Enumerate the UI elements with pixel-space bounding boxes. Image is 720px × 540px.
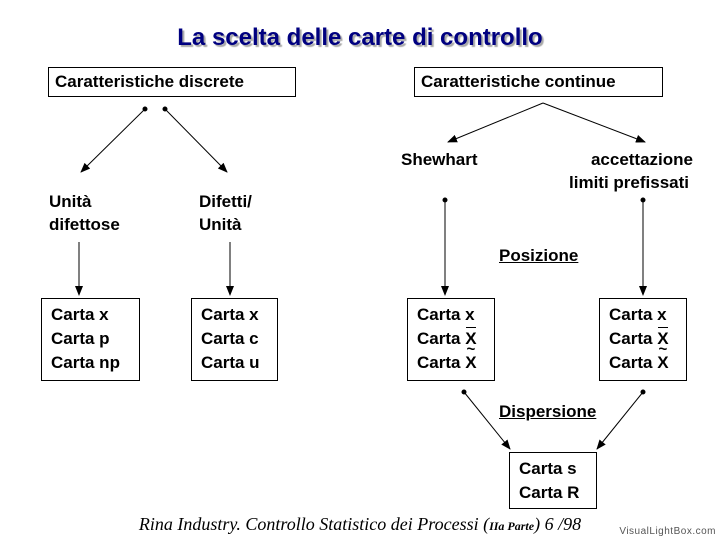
footer-end: ) 6 /98 <box>534 514 582 534</box>
header-continue: Caratteristiche continue <box>414 67 663 97</box>
arrow-to-difetti <box>164 108 228 173</box>
box-line: Carta X <box>417 338 494 375</box>
label-line: Unità <box>199 215 242 234</box>
x-tilde-symbol: X <box>657 338 669 375</box>
box-carte-accettazione: Carta x Carta X Carta X <box>599 298 687 381</box>
box-carte-difetti: Carta x Carta c Carta u <box>191 298 278 381</box>
box-line: Carta x <box>417 305 475 324</box>
label-line: Difetti/ <box>199 192 252 211</box>
box-carte-shewhart: Carta x Carta X Carta X <box>407 298 495 381</box>
box-line: Carta x <box>51 305 109 324</box>
box-prefix: Carta <box>609 353 658 372</box>
arrow-to-unita <box>80 108 146 173</box>
box-line: Carta x <box>201 305 259 324</box>
box-line: Carta c <box>201 329 259 348</box>
box-carte-dispersione: Carta s Carta R <box>509 452 597 509</box>
arrow-to-shewhart <box>447 102 544 143</box>
box-line: Carta u <box>201 353 260 372</box>
box-line: Carta s <box>519 459 577 478</box>
page-title: La scelta delle carte di controllo <box>177 24 543 51</box>
box-line: Carta R <box>519 483 580 502</box>
label-shewhart: Shewhart <box>401 150 478 169</box>
box-prefix: Carta <box>609 329 658 348</box>
footer-small: IIa Parte <box>489 519 535 533</box>
box-line: Carta X <box>417 327 494 351</box>
watermark: VisualLightBox.com <box>619 526 716 537</box>
label-posizione: Posizione <box>499 246 579 265</box>
box-line: Carta X <box>609 327 686 351</box>
box-line: Carta np <box>51 353 120 372</box>
x-tilde-symbol: X <box>465 338 477 375</box>
label-dispersione: Dispersione <box>499 402 597 421</box>
arrow-to-bottom-right <box>596 391 644 450</box>
header-discrete: Caratteristiche discrete <box>48 67 296 97</box>
label-difetti-unita: Difetti/ Unità <box>199 190 252 236</box>
box-prefix: Carta <box>417 353 466 372</box>
label-line: limiti prefissati <box>569 173 689 192</box>
arrow-to-accettazione <box>542 102 646 143</box>
box-line: Carta X <box>609 338 686 375</box>
label-line: accettazione <box>590 150 693 169</box>
box-line: Carta p <box>51 329 110 348</box>
label-line: difettose <box>49 215 120 234</box>
label-unita-difettose: Unità difettose <box>49 190 120 236</box>
label-line: Unità <box>49 192 92 211</box>
arrow-to-bottom-left <box>463 391 511 450</box>
box-prefix: Carta <box>417 329 466 348</box>
label-accettazione: accettazione limiti prefissati <box>548 148 693 194</box>
footer-caption: Rina Industry. Controllo Statistico dei … <box>0 514 720 535</box>
footer-main: Rina Industry. Controllo Statistico dei … <box>138 514 490 534</box>
box-line: Carta x <box>609 305 667 324</box>
box-carte-unita-difettose: Carta x Carta p Carta np <box>41 298 140 381</box>
